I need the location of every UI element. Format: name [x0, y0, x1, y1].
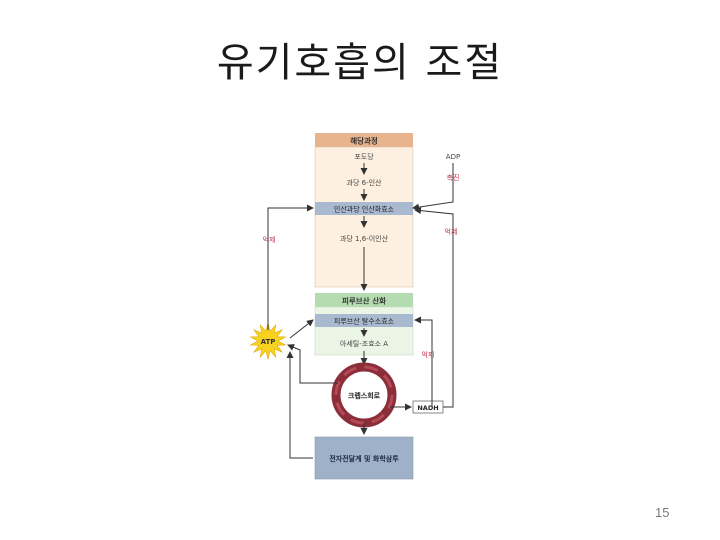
glycolysis-header: 해당과정 — [350, 136, 378, 146]
krebs-cycle-label: 크렙스회로 — [348, 391, 381, 400]
inhibit-label-lower: 억제 — [422, 351, 435, 359]
etc-to-atp-arrow — [286, 351, 313, 459]
nadh-inhibit-pdh-arrow — [414, 316, 433, 407]
glycolysis-panel: 해당과정 포도당 과당 6-인산 인산과당 인산화효소 과당 1,6-이인산 — [314, 133, 414, 291]
etc-box — [314, 436, 414, 480]
fructose-6-phosphate-label: 과당 6-인산 — [347, 178, 383, 187]
atp-inhibit-pdh-arrow — [289, 319, 314, 339]
fructose-bisphosphate-label: 과당 1,6-이인산 — [340, 234, 389, 243]
nadh-label: NADH — [417, 404, 438, 412]
adp-promote-arrow — [412, 163, 454, 211]
slide-title: 유기호흡의 조절 — [216, 40, 504, 86]
krebs-ring-highlight — [334, 365, 394, 425]
pdh-enzyme-box — [315, 314, 413, 327]
atp-starburst: ATP — [249, 321, 287, 361]
inhibit-label-left: 억제 — [263, 236, 276, 244]
atp-inhibit-pfk-arrow — [267, 204, 314, 330]
pfk-enzyme-box — [315, 202, 413, 215]
glucose-label: 포도당 — [354, 152, 374, 161]
inhibit-label-right: 억제 — [445, 228, 458, 236]
pyruvate-oxidation-panel: 피루브산 산화 피루브산 탈수소효소 아세틸-조효소 A — [314, 293, 414, 365]
atp-label: ATP — [261, 338, 276, 346]
glycolysis-header-box — [315, 133, 413, 147]
krebs-to-atp-arrow — [287, 344, 338, 384]
krebs-cycle: 크렙스회로 — [331, 362, 397, 435]
atp-star-shape — [249, 321, 287, 361]
nadh-node: NADH — [412, 400, 444, 414]
nadh-inhibit-pfk-arrow — [414, 207, 454, 408]
pdh-enzyme-label: 피루브산 탈수소효소 — [334, 317, 395, 326]
pyruvate-header-box — [315, 293, 413, 307]
pfk-enzyme-label: 인산과당 인산화효소 — [334, 205, 395, 214]
pyruvate-header: 피루브산 산화 — [342, 296, 386, 306]
etc-panel: 전자전달계 및 화학삼투 — [314, 436, 414, 480]
acetyl-coa-label: 아세틸-조효소 A — [340, 339, 388, 348]
page-number: 15 — [655, 505, 670, 520]
etc-label: 전자전달계 및 화학삼투 — [329, 454, 399, 463]
adp-label: ADP — [446, 153, 460, 161]
